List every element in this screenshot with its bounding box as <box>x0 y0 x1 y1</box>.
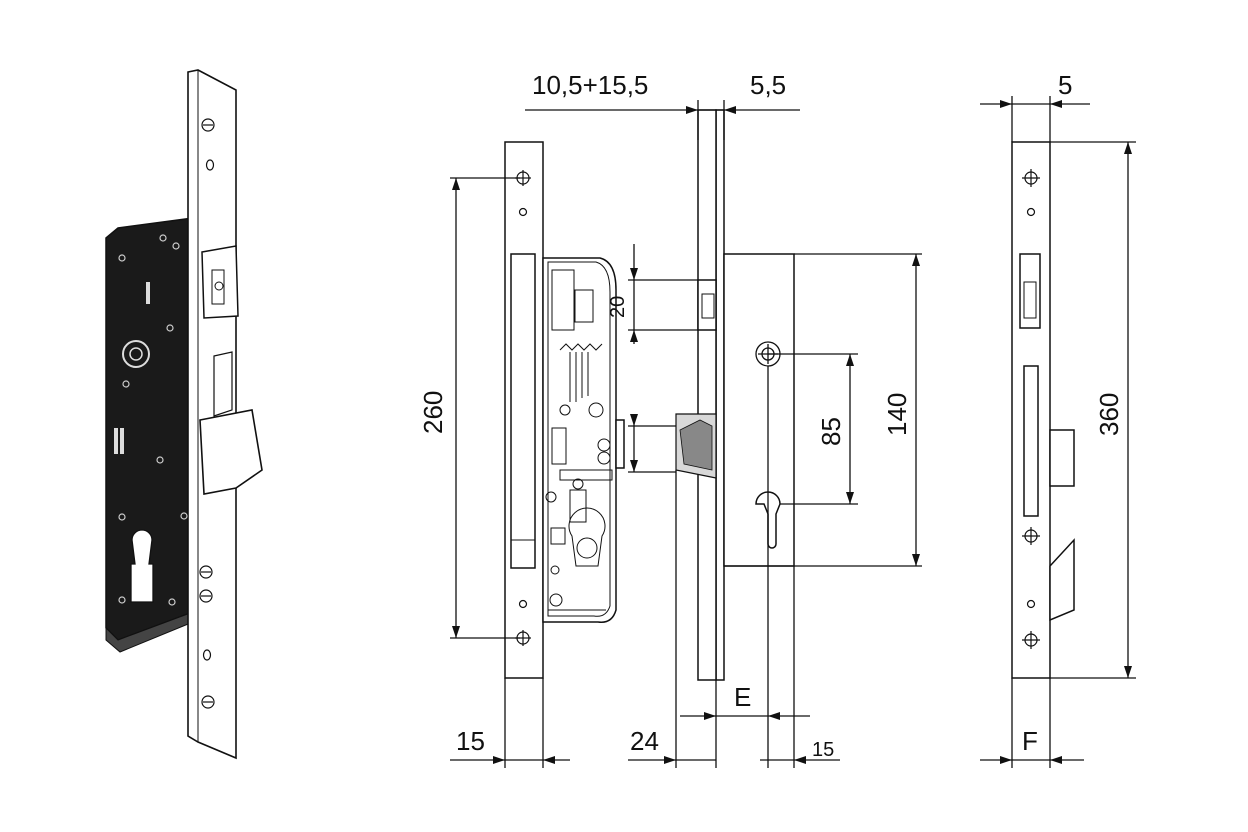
front-case <box>723 253 795 567</box>
dimension-arrows <box>452 100 1132 764</box>
faceplate-screws <box>199 118 215 709</box>
hook-bolt-slot <box>1023 365 1039 517</box>
hook-bolt-front <box>675 413 717 479</box>
lock-perspective-view <box>105 69 263 760</box>
hook-bolt-perspective <box>199 409 263 495</box>
dim-case-height: 140 <box>882 393 912 436</box>
dim-latch-height: 20 <box>607 296 629 318</box>
dim-faceplate-length: 360 <box>1094 393 1124 436</box>
dim-faceplate-side-thickness: 5 <box>1058 70 1072 100</box>
dim-faceplate-width: 15 <box>456 726 485 756</box>
faceplate-front-view <box>1011 141 1075 679</box>
dimension-lines <box>450 96 1136 768</box>
mechanism-housing <box>542 257 617 623</box>
dimension-labels: 10,5+15,5 5,5 5 260 20 85 140 360 15 24 … <box>418 70 1124 761</box>
hook-bolt-side <box>1049 538 1075 622</box>
latch-slot <box>1019 253 1041 329</box>
dim-backset-range: 10,5+15,5 <box>532 70 648 100</box>
dim-handle-to-cylinder: 85 <box>816 417 846 446</box>
dim-faceplate-label: F <box>1022 726 1038 756</box>
front-faceplate-edge <box>715 109 725 681</box>
latch-front <box>697 279 717 331</box>
dim-cylinder-offset: 15 <box>812 739 834 761</box>
cylinder-cutout-perspective <box>130 529 154 603</box>
dim-case-depth: 24 <box>630 726 659 756</box>
dim-faceplate-thickness: 5,5 <box>750 70 786 100</box>
dim-screw-spacing: 260 <box>418 391 448 434</box>
lock-section-view <box>504 141 625 679</box>
lock-front-view <box>675 109 795 681</box>
faceplate-section-screws <box>515 170 531 646</box>
dim-backset-label: E <box>734 682 751 712</box>
mechanism-internals <box>545 269 613 611</box>
